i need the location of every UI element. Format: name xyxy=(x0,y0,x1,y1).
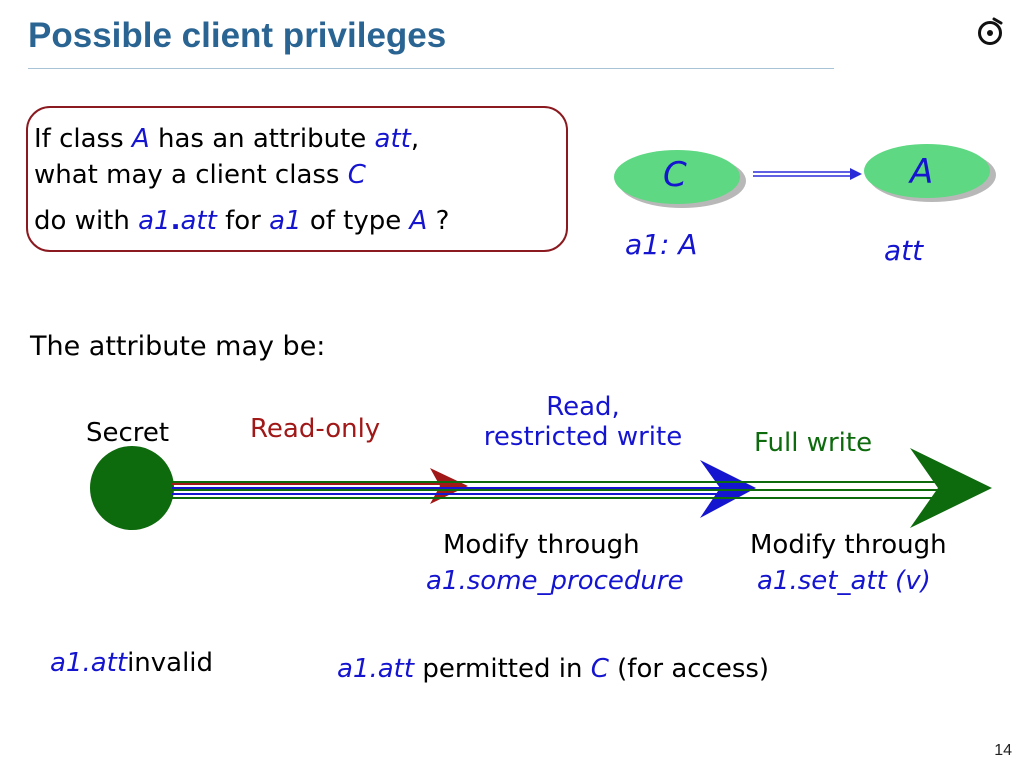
attribute-name: att xyxy=(374,124,411,154)
level-fullwrite-label: Full write xyxy=(754,428,873,458)
client-arrow-head xyxy=(850,168,862,180)
slide-title: Possible client privileges xyxy=(28,16,447,55)
question-line-3: do with a1.att for a1 of type A ? xyxy=(34,206,449,236)
question-text: has an attribute xyxy=(149,124,375,154)
question-text: what may a client class xyxy=(34,160,348,190)
level-restricted-label: Read, restricted write xyxy=(452,392,714,452)
class-name-a: A xyxy=(131,124,150,154)
modify-label-2: Modify through xyxy=(750,530,947,560)
entity-name: a1 xyxy=(138,206,171,236)
secret-dot xyxy=(90,446,174,530)
client-class-ellipse xyxy=(614,150,740,204)
class-name-a: A xyxy=(409,206,428,236)
level-restricted-label-line1: Read, xyxy=(546,392,620,422)
question-line-2: what may a client class C xyxy=(34,160,366,190)
question-text: ? xyxy=(427,206,450,236)
class-name-c: C xyxy=(347,160,366,190)
permitted-statement: a1.att permitted in C (for access) xyxy=(337,654,769,684)
supplier-class-ellipse xyxy=(864,144,990,198)
supplier-attribute-label: att xyxy=(884,234,924,267)
question-text: do with xyxy=(34,206,139,236)
question-box xyxy=(26,106,568,252)
page-number: 14 xyxy=(994,742,1012,759)
set-att-argument: (v) xyxy=(886,566,931,596)
entity-name: a1 xyxy=(269,206,302,236)
level-restricted-label-line2: restricted write xyxy=(483,422,683,452)
set-att-call: a1.set_att xyxy=(757,566,887,596)
dot: . xyxy=(170,206,181,236)
attribute-name: att xyxy=(180,206,217,236)
client-entity-label: a1: A xyxy=(625,228,698,261)
class-diagram xyxy=(614,144,996,208)
permitted-code: a1.att xyxy=(337,654,415,684)
question-text: of type xyxy=(301,206,410,236)
supplier-class-label: A xyxy=(910,152,934,192)
question-text: , xyxy=(410,124,420,154)
spectrum-intro: The attribute may be: xyxy=(30,331,326,362)
modify-procedure-2: a1.set_att (v) xyxy=(757,566,931,596)
invalid-text: invalid xyxy=(127,648,214,678)
invalid-statement: a1.attinvalid xyxy=(50,648,213,678)
privilege-spectrum xyxy=(90,446,992,530)
question-text: If class xyxy=(34,124,132,154)
permitted-class: C xyxy=(590,654,609,684)
invalid-code: a1.att xyxy=(50,648,128,678)
level-secret-label: Secret xyxy=(86,418,170,448)
question-text: for xyxy=(216,206,270,236)
title-divider xyxy=(28,68,834,69)
permitted-tail: (for access) xyxy=(608,654,770,684)
permitted-text: permitted in xyxy=(414,654,591,684)
level-readonly-label: Read-only xyxy=(250,414,381,444)
client-class-label: C xyxy=(663,155,687,195)
question-line-1: If class A has an attribute att, xyxy=(34,124,419,154)
modify-procedure-1: a1.some_procedure xyxy=(426,566,684,596)
modify-label-1: Modify through xyxy=(443,530,640,560)
fullwrite-arrow-head xyxy=(910,448,992,528)
logo-icon xyxy=(978,17,1003,45)
